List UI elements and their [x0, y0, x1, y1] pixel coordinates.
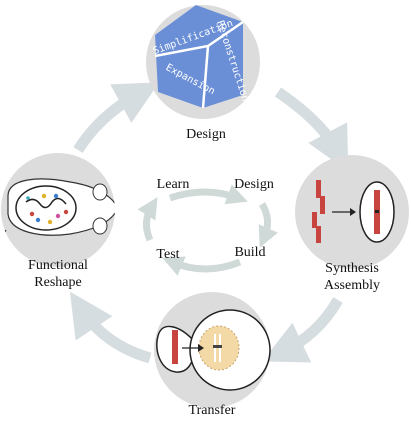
cell-transfer-icon [156, 309, 271, 391]
functional-node-label-line1: Functional [28, 258, 88, 273]
arrow-synthesis-to-transfer [262, 297, 343, 363]
transfer-node-label: Transfer [189, 403, 236, 418]
inner-arrow-design-to-build [258, 202, 278, 248]
inner-arrow-learn-to-design [168, 184, 248, 205]
arrow-transfer-to-functional [69, 291, 152, 364]
functional-node: Functional Reshape [1, 153, 115, 290]
arrow-design-to-synthesis [274, 87, 349, 172]
chromosome-assembly-icon [312, 180, 395, 243]
inner-label-build: Build [234, 245, 265, 260]
design-node: Simplification Reconstruction Expansion … [146, 5, 260, 142]
inner-arrow-build-to-test [162, 256, 242, 276]
transfer-node: Transfer [154, 292, 271, 418]
mouse-cell-icon [2, 178, 115, 259]
synthesis-node: Synthesis Assembly [295, 155, 409, 293]
outer-cycle-arrows [69, 82, 349, 364]
inner-label-test: Test [156, 247, 179, 262]
arrow-functional-to-design [73, 82, 160, 153]
inner-cycle-arrows [137, 184, 278, 276]
functional-node-label-line2: Reshape [34, 275, 81, 290]
synthesis-node-label-line2: Assembly [324, 278, 380, 293]
inner-label-design: Design [234, 177, 274, 192]
synthesis-node-label-line1: Synthesis [325, 261, 379, 276]
design-node-label: Design [186, 127, 226, 142]
inner-arrow-test-to-learn [137, 197, 158, 242]
inner-label-learn: Learn [157, 177, 190, 192]
